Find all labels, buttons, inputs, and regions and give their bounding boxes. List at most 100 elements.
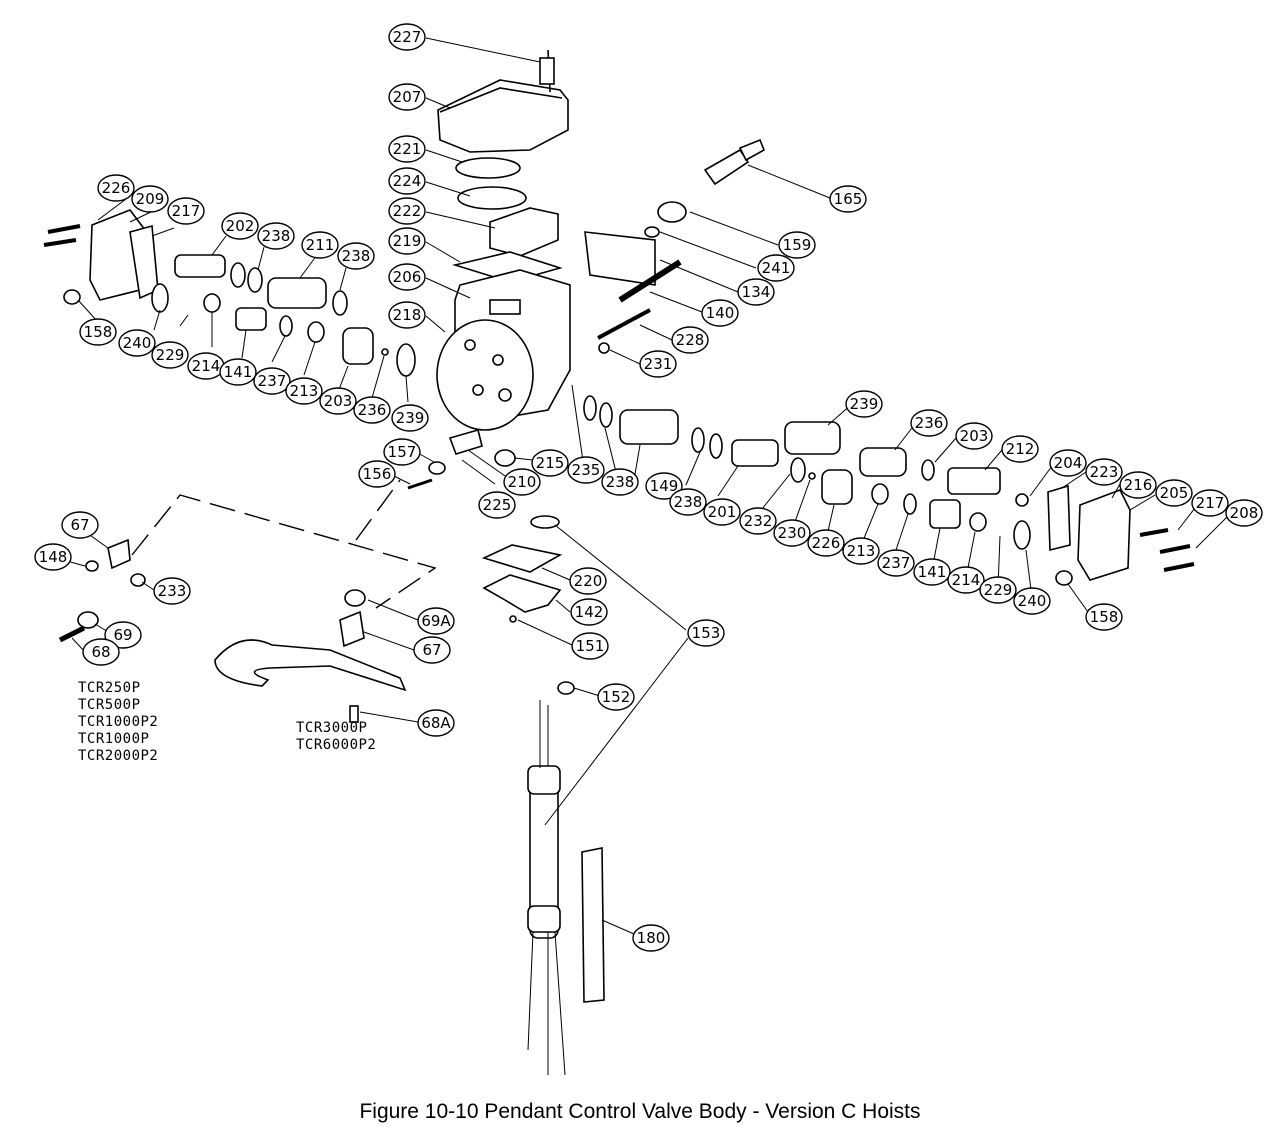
callout-217: 217	[1191, 489, 1229, 517]
model-label: TCR6000P2	[296, 737, 376, 753]
callout-label: 67	[422, 641, 441, 659]
callout-bubble	[1191, 489, 1229, 517]
callout-148: 148	[34, 543, 72, 571]
callout-bubble	[358, 460, 396, 488]
callout-bubble	[842, 537, 880, 565]
callout-label: 217	[1196, 494, 1225, 512]
callout-bubble	[913, 558, 951, 586]
callout-bubble	[388, 197, 426, 225]
callout-bubble	[570, 598, 608, 626]
callout-bubble	[571, 632, 609, 660]
part-drawings	[43, 49, 1195, 1076]
callout-label: 230	[778, 524, 807, 542]
callout-bubble	[1155, 479, 1193, 507]
callout-218: 218	[388, 301, 426, 329]
callout-236: 236	[910, 409, 948, 437]
callout-bubble	[478, 491, 516, 519]
callout-bubble	[301, 231, 339, 259]
callout-141: 141	[913, 558, 951, 586]
callout-bubble	[61, 511, 99, 539]
callout-bubble	[131, 185, 169, 213]
callout-bubble	[1085, 603, 1123, 631]
callout-label: 209	[136, 190, 165, 208]
callout-label: 229	[984, 581, 1013, 599]
callout-bubble	[531, 449, 569, 477]
callout-bubble	[104, 621, 142, 649]
callout-bubble	[877, 549, 915, 577]
callout-219: 219	[388, 227, 426, 255]
callout-label: 225	[483, 496, 512, 514]
callout-180: 180	[632, 924, 670, 952]
callout-bubble	[1085, 458, 1123, 486]
part-fitting	[703, 148, 750, 186]
callout-bubble	[388, 23, 426, 51]
callout-label: 239	[396, 409, 425, 427]
callout-label: 142	[575, 603, 604, 621]
callout-layer: 2272072212242222192062181651592411341402…	[34, 23, 1263, 952]
callout-bubble	[1013, 587, 1051, 615]
callout-bubble	[417, 709, 455, 737]
callout-bubble	[701, 299, 739, 327]
callout-bubble	[285, 377, 323, 405]
callout-label: 213	[847, 542, 876, 560]
callout-231: 231	[639, 350, 677, 378]
dashed-reference-lines	[131, 479, 437, 609]
callout-202: 202	[221, 212, 259, 240]
model-label: TCR3000P	[296, 720, 367, 736]
callout-226: 226	[97, 174, 135, 202]
callout-67: 67	[61, 511, 99, 539]
callout-label: 213	[290, 382, 319, 400]
callout-label: 211	[306, 236, 335, 254]
part-bracket-67-center	[339, 610, 365, 648]
model-label: TCR2000P2	[78, 748, 158, 764]
callout-151: 151	[571, 632, 609, 660]
callout-bubble	[253, 367, 291, 395]
callout-label: 206	[393, 268, 422, 286]
callout-68: 68	[82, 638, 120, 666]
callout-bubble	[687, 619, 725, 647]
callout-bubble	[639, 350, 677, 378]
callout-label: 140	[706, 304, 735, 322]
callout-bubble	[669, 488, 707, 516]
callout-bubble	[388, 227, 426, 255]
part-plate-142	[482, 574, 562, 613]
part-block	[489, 207, 559, 257]
callout-bubble	[153, 577, 191, 605]
callout-220: 220	[569, 567, 607, 595]
callout-bubble	[503, 468, 541, 496]
callout-209: 209	[131, 185, 169, 213]
callout-label: 239	[850, 395, 879, 413]
callout-label: 208	[1230, 504, 1259, 522]
callout-label: 205	[1160, 484, 1189, 502]
callout-bubble	[567, 456, 605, 484]
callout-238: 238	[257, 222, 295, 250]
callout-label: 224	[393, 172, 422, 190]
callout-label: 215	[536, 454, 565, 472]
callout-label: 69A	[421, 612, 451, 630]
callout-159: 159	[778, 231, 816, 259]
callout-label: 228	[676, 331, 705, 349]
part-elbow-left	[63, 289, 81, 305]
callout-156: 156	[358, 460, 396, 488]
callout-bubble	[1119, 471, 1157, 499]
callout-bubble	[388, 83, 426, 111]
callout-bubble	[757, 254, 795, 282]
callout-bubble	[632, 924, 670, 952]
part-hook	[214, 639, 407, 692]
callout-bubble	[807, 529, 845, 557]
callout-label: 233	[158, 582, 187, 600]
model-label: TCR500P	[78, 697, 141, 713]
callout-142: 142	[570, 598, 608, 626]
callout-239: 239	[845, 390, 883, 418]
callout-bubble	[388, 301, 426, 329]
callout-bubble	[34, 543, 72, 571]
part-oring	[455, 157, 521, 179]
callout-label: 238	[606, 473, 635, 491]
callout-bubble	[739, 507, 777, 535]
model-label: TCR1000P	[78, 731, 149, 747]
part-cover	[437, 79, 569, 153]
callout-bubble	[388, 135, 426, 163]
callout-label: 148	[39, 548, 68, 566]
callout-236: 236	[353, 396, 391, 424]
callout-237: 237	[253, 367, 291, 395]
